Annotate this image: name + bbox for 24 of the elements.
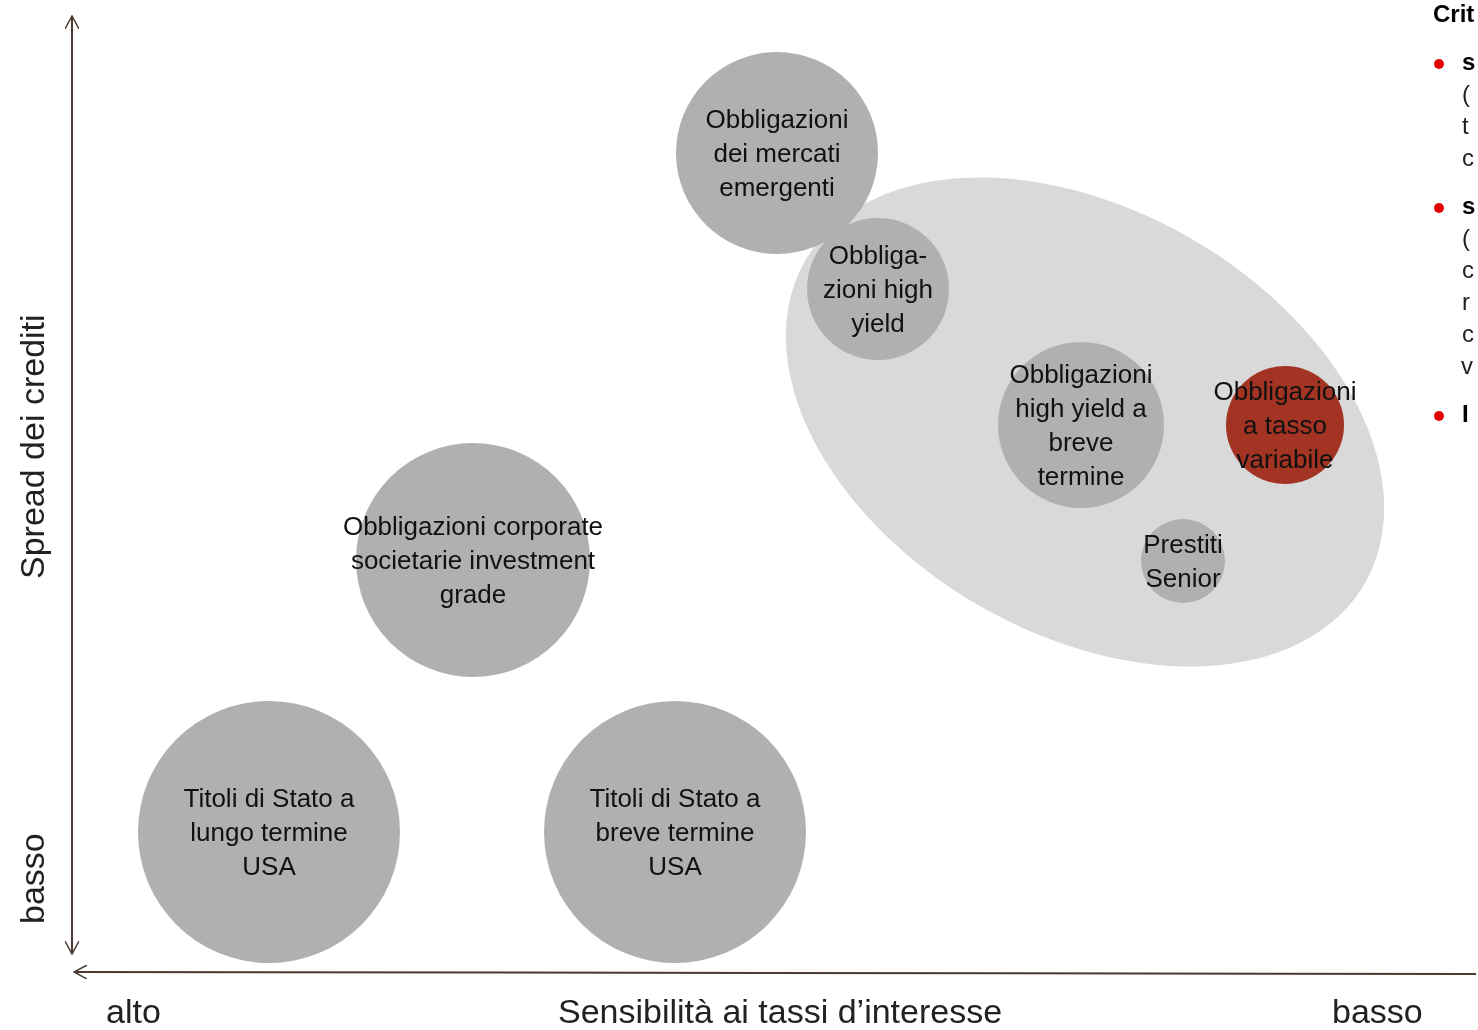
bullet-text: ( bbox=[1462, 80, 1470, 108]
legend-heading: Crit bbox=[1433, 0, 1475, 28]
axis-title: Spread dei crediti bbox=[12, 313, 52, 579]
axis-end-label: basso bbox=[12, 832, 52, 924]
bullet-text: ( bbox=[1462, 224, 1470, 252]
asset-class-label: Obbliga- zioni high yield bbox=[822, 239, 934, 340]
axis-end-label: alto bbox=[106, 992, 161, 1030]
bullet-text: c bbox=[1462, 256, 1474, 284]
bullet-text: c bbox=[1462, 320, 1474, 348]
asset-class-label: Obbligazioni dei mercati emergenti bbox=[704, 103, 850, 204]
asset-class-label: Obbligazioni high yield a breve termine bbox=[1008, 358, 1154, 493]
bullet-text: c bbox=[1462, 144, 1474, 172]
asset-class-label: Prestiti Senior bbox=[1142, 528, 1224, 595]
axis-title: Sensibilità ai tassi d’interesse bbox=[558, 992, 1003, 1030]
asset-class-label: Titoli di Stato a breve termine USA bbox=[588, 782, 762, 883]
bullet-text: I bbox=[1462, 400, 1469, 428]
bullet-text: r bbox=[1462, 288, 1470, 316]
axis-end-label: basso bbox=[1332, 992, 1423, 1030]
bullet-text: s bbox=[1462, 48, 1476, 76]
bullet-text: t bbox=[1462, 112, 1469, 140]
bullet-text: s bbox=[1462, 192, 1476, 220]
asset-class-label: Titoli di Stato a lungo termine USA bbox=[182, 782, 356, 883]
bullet-text: v bbox=[1461, 352, 1473, 380]
asset-class-label: Obbligazioni corporate societarie investment grade bbox=[342, 510, 604, 611]
